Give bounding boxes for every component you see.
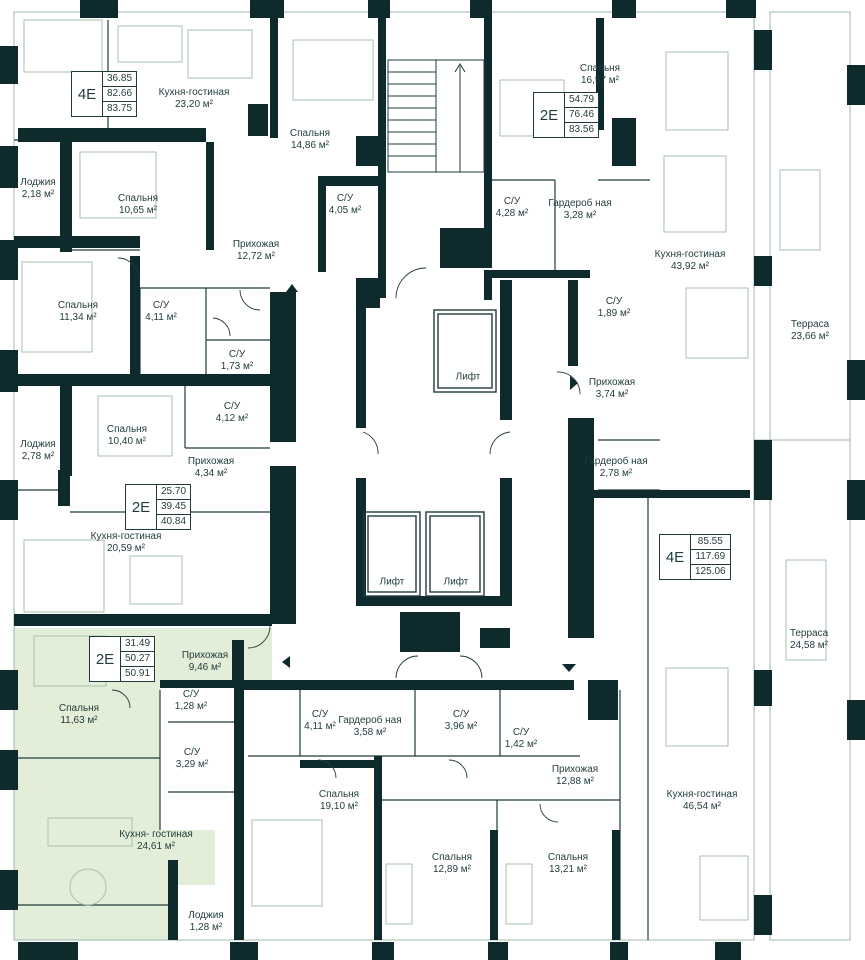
lift-label: Лифт xyxy=(455,371,481,383)
apartment-badge[interactable]: 4Е 85.55 117.69 125.06 xyxy=(659,534,731,580)
total-area: 39.45 xyxy=(157,500,191,515)
total-area-with-balcony: 40.84 xyxy=(161,516,187,527)
lift-label: Лифт xyxy=(443,576,469,588)
apartment-badge[interactable]: 4Е 36.85 82.66 83.75 xyxy=(71,71,138,117)
total-area-with-balcony: 125.06 xyxy=(695,566,726,577)
stairs xyxy=(387,59,485,173)
living-area: 25.70 xyxy=(157,485,191,500)
living-area: 85.55 xyxy=(691,535,730,550)
apartment-code: 2Е xyxy=(126,485,157,529)
total-area: 117.69 xyxy=(691,550,730,565)
door-swings xyxy=(111,257,581,823)
apartment-badge[interactable]: 2Е 31.49 50.27 50.91 xyxy=(89,636,156,682)
apartment-code: 2Е xyxy=(534,93,565,137)
living-area: 36.85 xyxy=(103,72,137,87)
living-area: 54.79 xyxy=(565,93,599,108)
apartment-badge[interactable]: 2Е 25.70 39.45 40.84 xyxy=(125,484,192,530)
entry-markers xyxy=(282,284,578,672)
elevator-shafts xyxy=(363,309,497,597)
total-area-with-balcony: 83.56 xyxy=(569,124,595,135)
total-area: 50.27 xyxy=(121,652,155,667)
apartment-code: 4Е xyxy=(72,72,103,116)
total-area: 76.46 xyxy=(565,108,599,123)
apartment-code: 2Е xyxy=(90,637,121,681)
lift-label: Лифт xyxy=(379,576,405,588)
living-area: 31.49 xyxy=(121,637,155,652)
total-area-with-balcony: 50.91 xyxy=(125,668,151,679)
highlighted-apartment-area xyxy=(14,628,272,940)
total-area: 82.66 xyxy=(103,87,137,102)
apartment-badge[interactable]: 2Е 54.79 76.46 83.56 xyxy=(533,92,600,138)
total-area-with-balcony: 83.75 xyxy=(107,103,133,114)
apartment-code: 4Е xyxy=(660,535,691,579)
